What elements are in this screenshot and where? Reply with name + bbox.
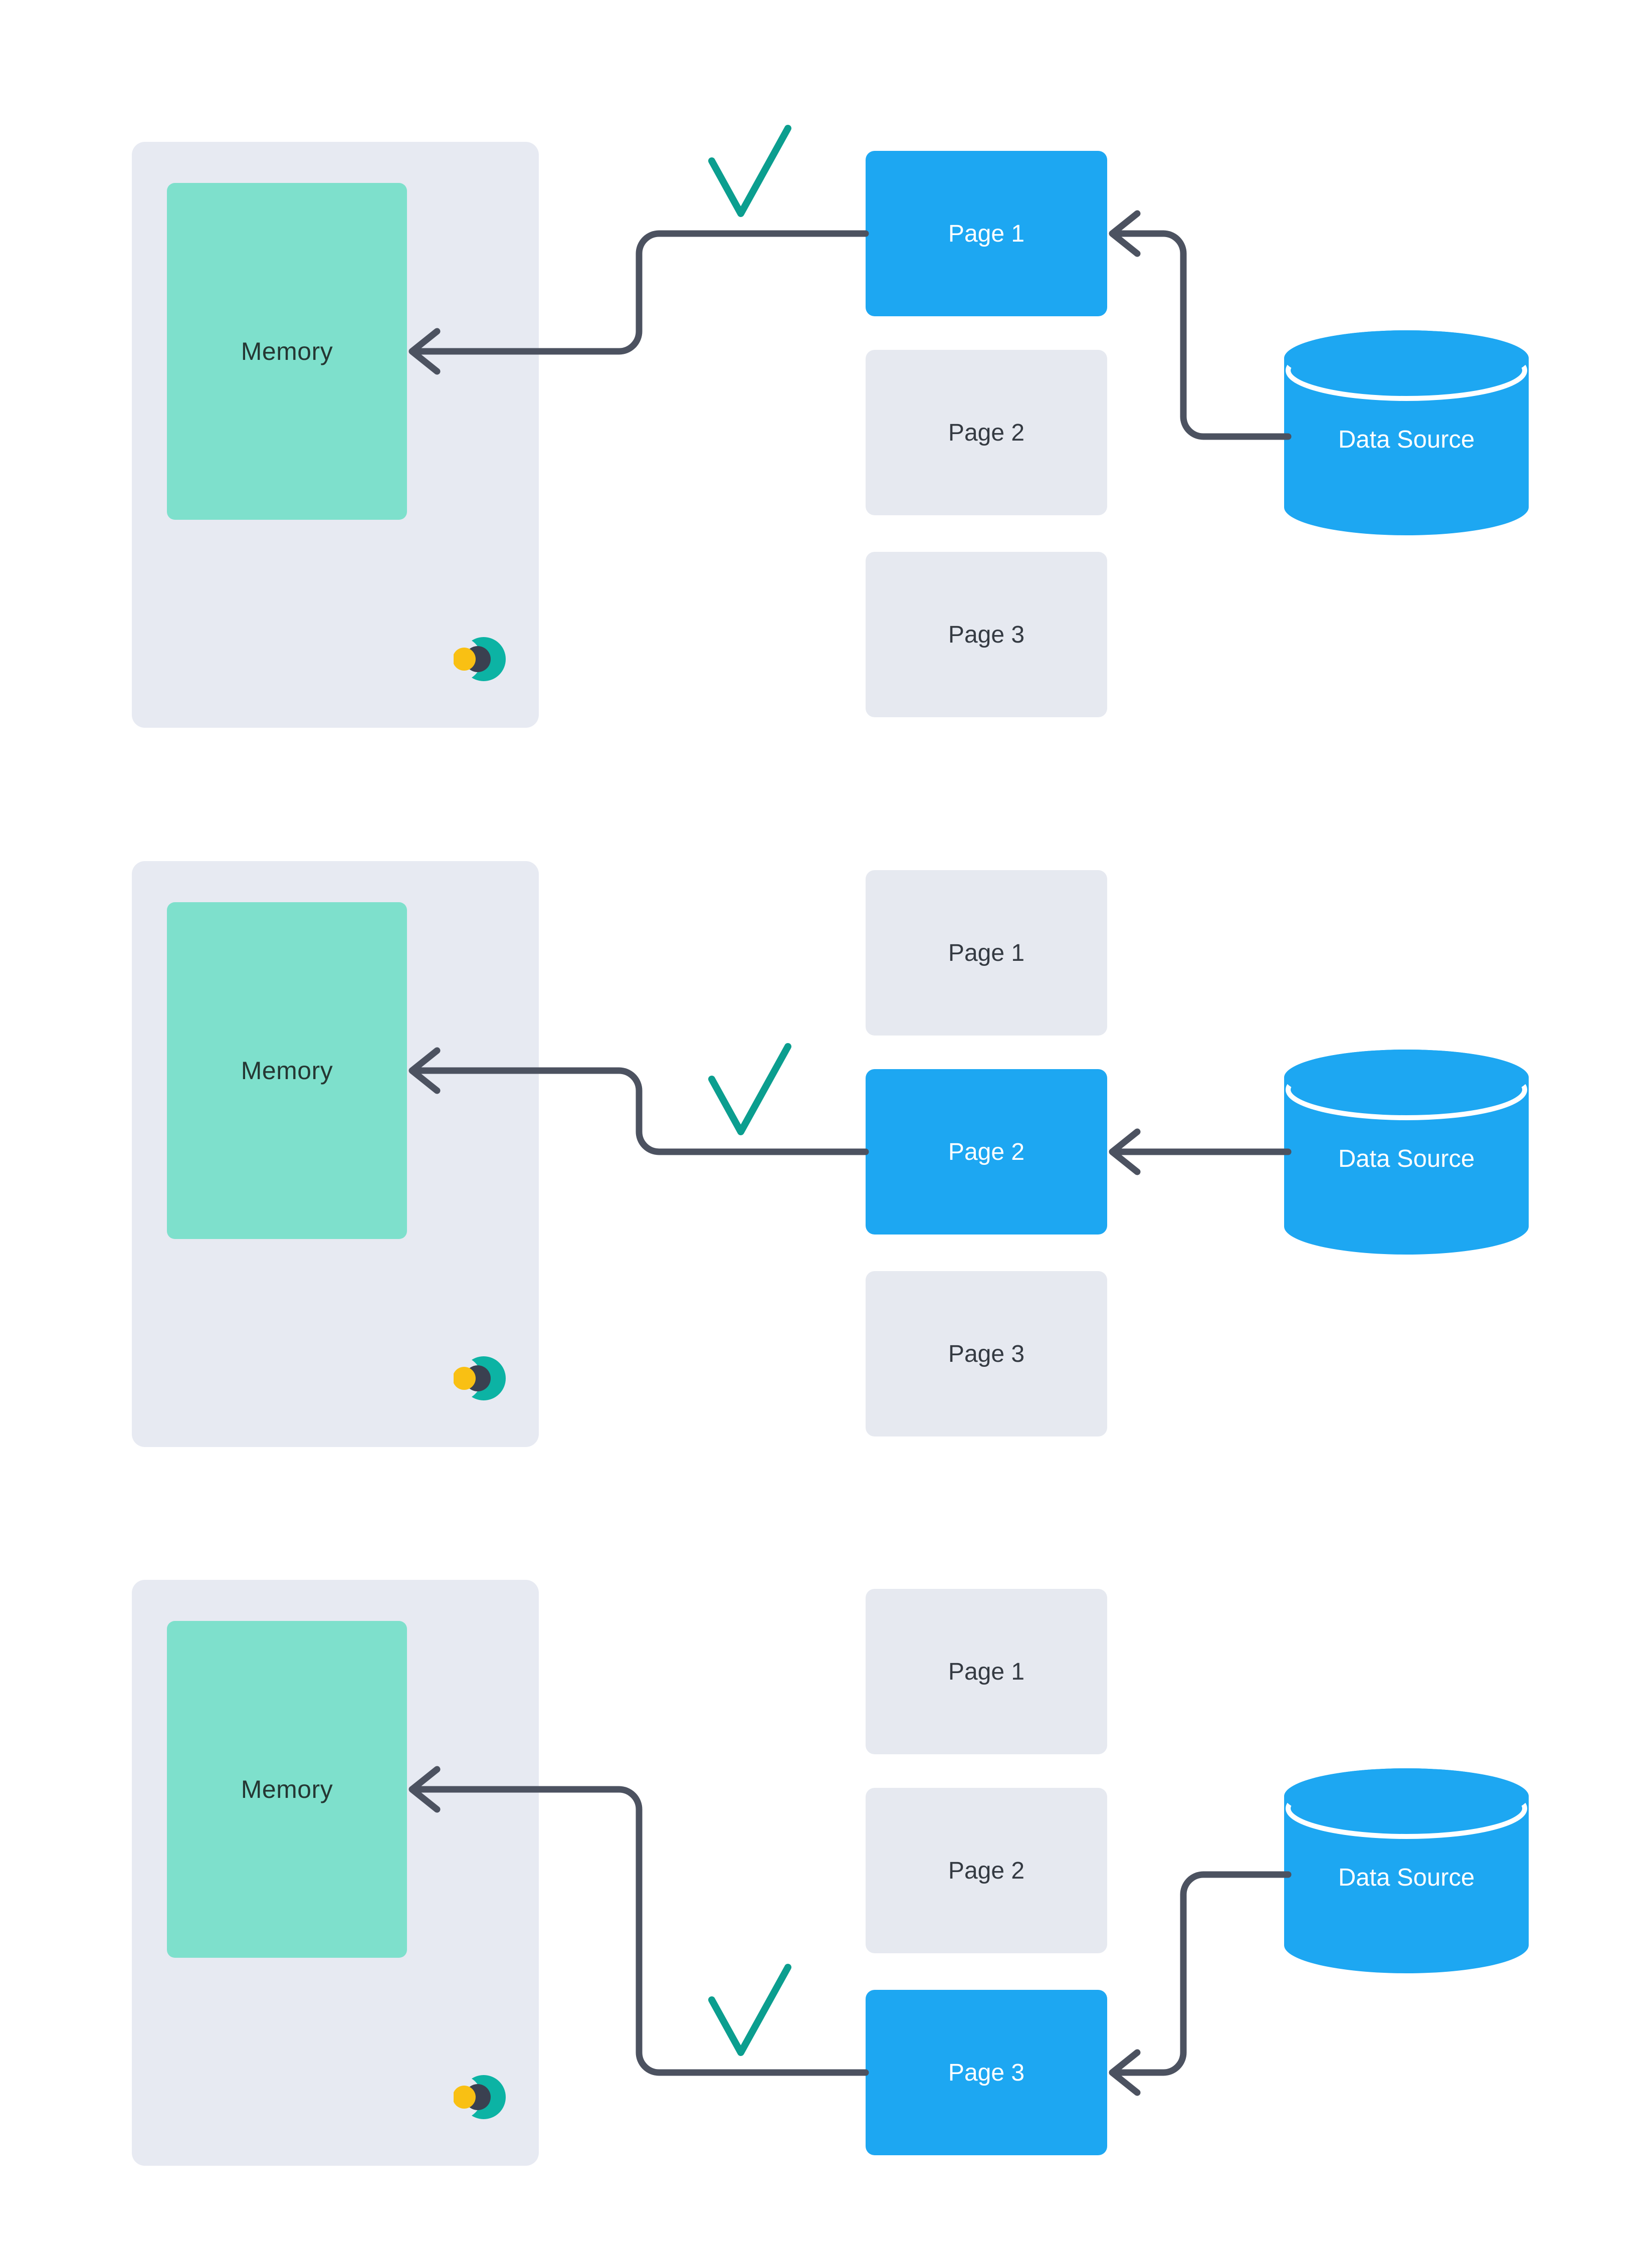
page-label: Page 2 bbox=[948, 419, 1025, 446]
checkmark-icon bbox=[708, 1043, 791, 1135]
page-card-3: Page 3 bbox=[866, 1271, 1107, 1436]
checkmark-icon bbox=[708, 1964, 791, 2056]
brand-logo-icon bbox=[454, 2075, 506, 2119]
page-label: Page 1 bbox=[948, 939, 1025, 966]
page-card-2: Page 2 bbox=[866, 1069, 1107, 1235]
page-card-3: Page 3 bbox=[866, 1990, 1107, 2155]
page-label: Page 3 bbox=[948, 1340, 1025, 1367]
datasource-label: Data Source bbox=[1338, 426, 1475, 453]
page-label: Page 3 bbox=[948, 621, 1025, 648]
memory-label: Memory bbox=[241, 337, 333, 365]
arrowhead-into-page3 bbox=[1109, 2049, 1141, 2096]
datasource-database-icon: Data Source bbox=[1284, 1768, 1529, 1973]
diagram-panel-step-3: Memory Page 1 Page 2 Page 3 Data Sou bbox=[0, 1580, 1652, 2166]
page-label: Page 1 bbox=[948, 220, 1025, 247]
arrow-datasource-to-page2 bbox=[1109, 1128, 1292, 1175]
checkmark-icon bbox=[708, 125, 791, 217]
page-card-1: Page 1 bbox=[866, 1589, 1107, 1754]
datasource-database-icon: Data Source bbox=[1284, 1050, 1529, 1255]
memory-container: Memory bbox=[132, 1580, 539, 2166]
page-label: Page 3 bbox=[948, 2059, 1025, 2086]
datasource-label: Data Source bbox=[1338, 1145, 1475, 1172]
memory-container: Memory bbox=[132, 861, 539, 1447]
page-label: Page 1 bbox=[948, 1658, 1025, 1685]
diagram-panel-step-2: Memory Page 1 Page 2 Page 3 Data Sou bbox=[0, 861, 1652, 1447]
memory-label: Memory bbox=[241, 1775, 333, 1803]
page-card-1: Page 1 bbox=[866, 870, 1107, 1036]
page-label: Page 2 bbox=[948, 1857, 1025, 1884]
datasource-label: Data Source bbox=[1338, 1864, 1475, 1891]
arrowhead-into-page1 bbox=[1109, 210, 1141, 257]
memory-block: Memory bbox=[167, 183, 407, 520]
arrow-datasource-to-page1 bbox=[1109, 210, 1292, 440]
arrow-datasource-to-page3 bbox=[1109, 1871, 1292, 2096]
datasource-database-icon: Data Source bbox=[1284, 330, 1529, 535]
diagram-panel-step-1: Memory Page 1 Page 2 Page 3 Data Sou bbox=[0, 125, 1652, 728]
memory-block: Memory bbox=[167, 902, 407, 1239]
memory-container: Memory bbox=[132, 142, 539, 728]
page-card-2: Page 2 bbox=[866, 350, 1107, 515]
brand-logo-icon bbox=[454, 1356, 506, 1400]
page-card-2: Page 2 bbox=[866, 1788, 1107, 1953]
arrowhead-into-page2 bbox=[1109, 1128, 1141, 1175]
brand-logo-icon bbox=[454, 637, 506, 681]
memory-label: Memory bbox=[241, 1057, 333, 1085]
page-card-3: Page 3 bbox=[866, 552, 1107, 717]
page-label: Page 2 bbox=[948, 1138, 1025, 1165]
page-card-1: Page 1 bbox=[866, 151, 1107, 316]
memory-block: Memory bbox=[167, 1621, 407, 1958]
